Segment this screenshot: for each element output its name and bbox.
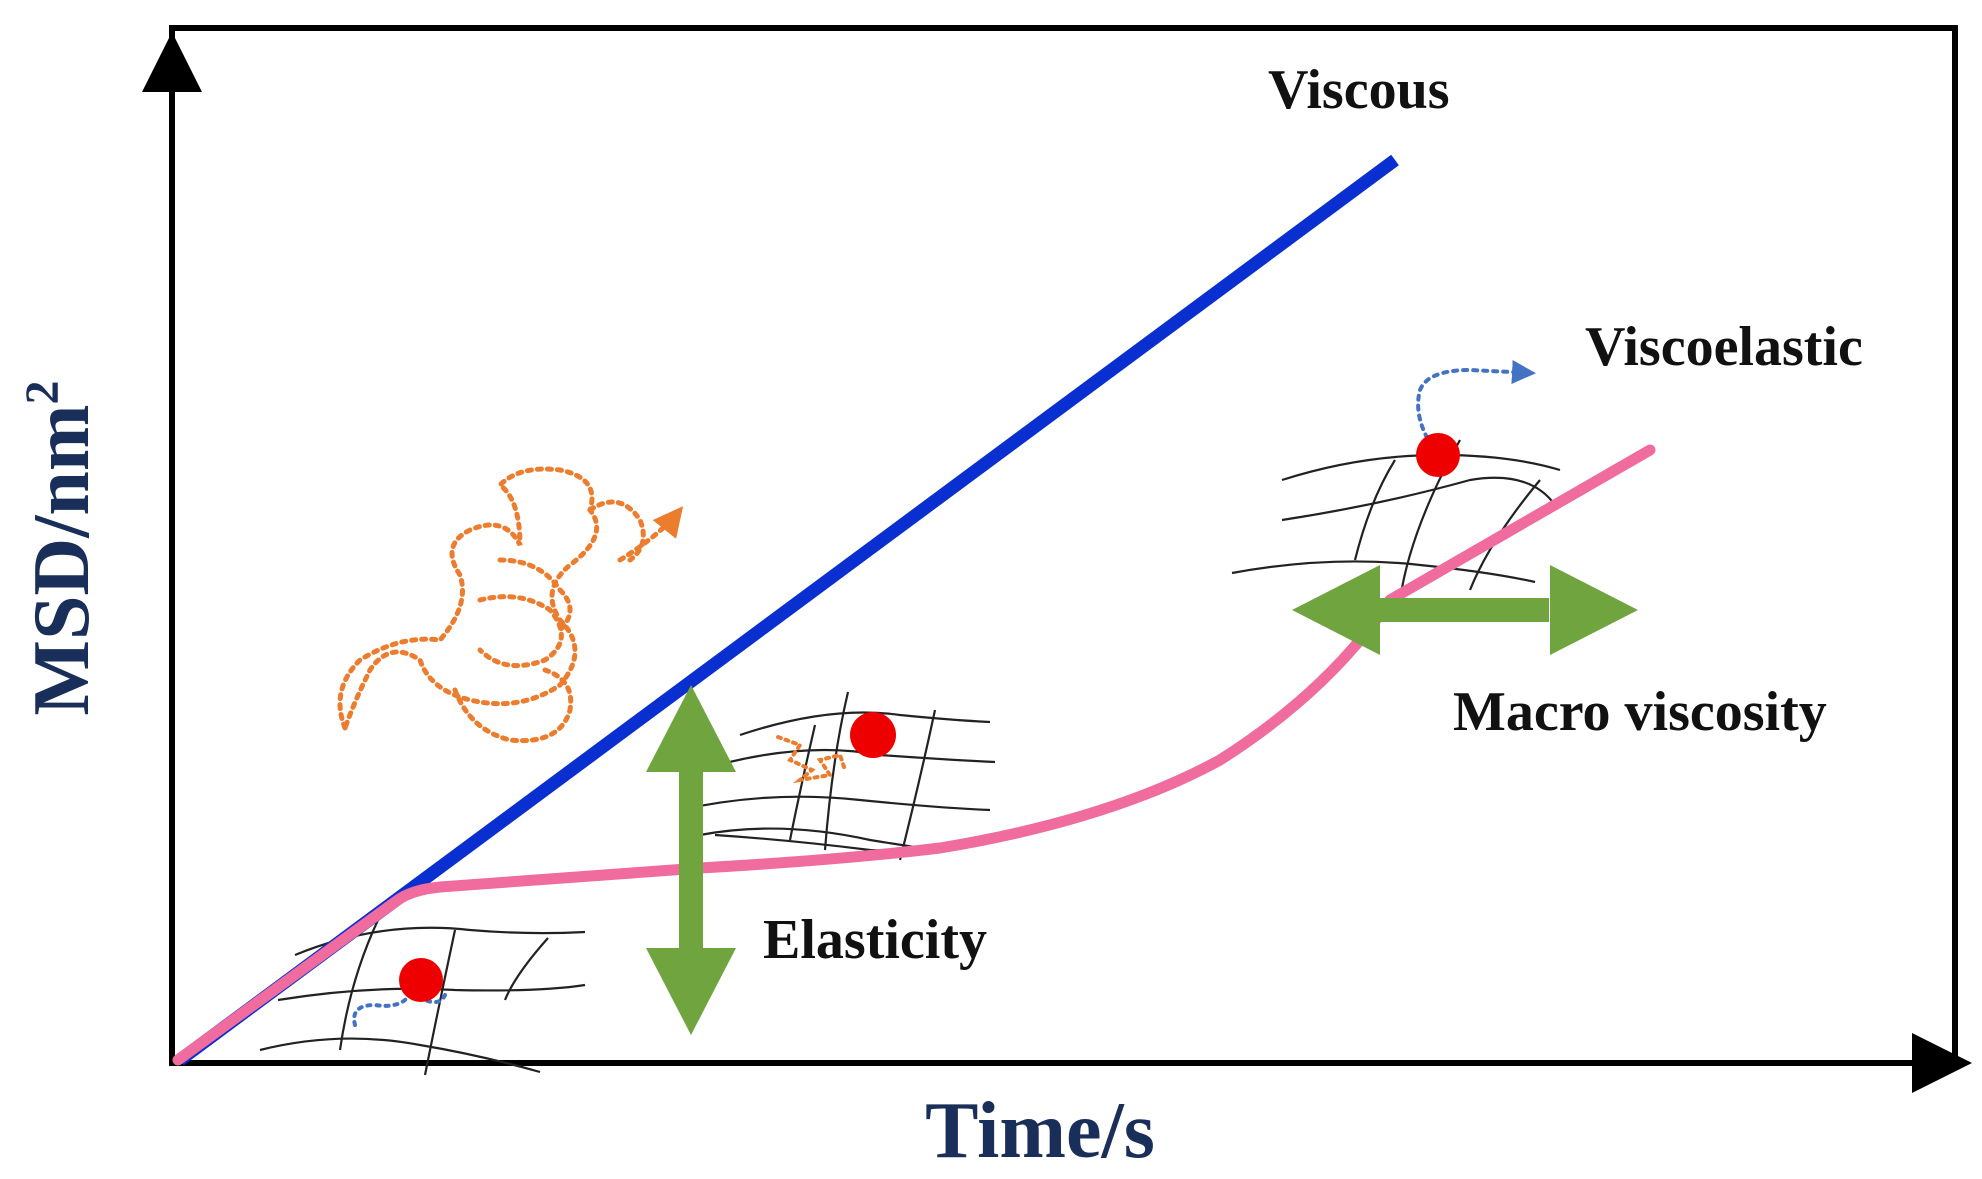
macro-viscosity-label: Macro viscosity — [1453, 681, 1827, 743]
polymer-mesh-middle — [679, 691, 996, 861]
macro-viscosity-arrow — [1292, 565, 1638, 655]
particle-bottom-left — [399, 958, 443, 1002]
elasticity-label: Elasticity — [763, 909, 987, 971]
polymer-mesh-top-right — [1231, 439, 1561, 601]
plot-frame — [169, 25, 1958, 1066]
y-axis-title: MSD/nm2 — [16, 380, 106, 715]
viscous-label: Viscous — [1268, 59, 1450, 121]
y-axis-title-main: MSD/nm — [18, 404, 106, 715]
particle-middle — [850, 712, 896, 758]
elasticity-arrow — [646, 685, 736, 1035]
viscoelastic-curve — [172, 444, 1656, 1066]
confined-trail — [776, 735, 847, 784]
viscoelastic-label: Viscoelastic — [1585, 316, 1863, 378]
x-axis-title: Time/s — [925, 1087, 1155, 1175]
y-axis-title-sup: 2 — [16, 380, 69, 404]
free-diffusion-trail — [337, 466, 684, 744]
particle-top-right — [1416, 433, 1460, 477]
blue-trail-bottom-left — [352, 993, 447, 1027]
blue-trail-top-right — [1416, 360, 1536, 457]
